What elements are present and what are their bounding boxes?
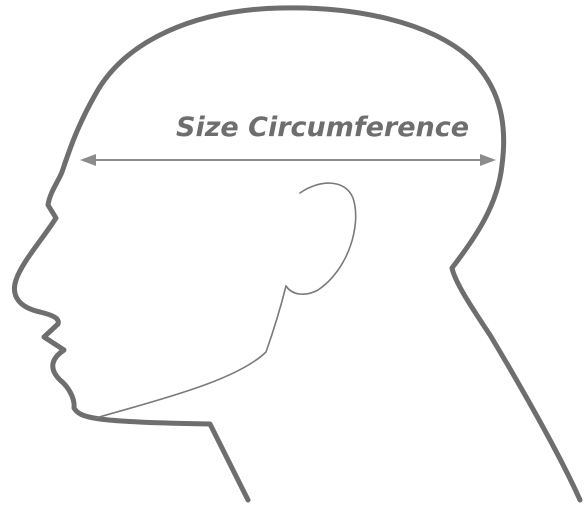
left-arrowhead [80, 154, 96, 166]
jaw-line [96, 286, 286, 418]
head-outline [14, 8, 580, 500]
ear-outline [286, 183, 356, 294]
size-circumference-label: Size Circumference [176, 112, 469, 143]
right-arrowhead [480, 154, 496, 166]
